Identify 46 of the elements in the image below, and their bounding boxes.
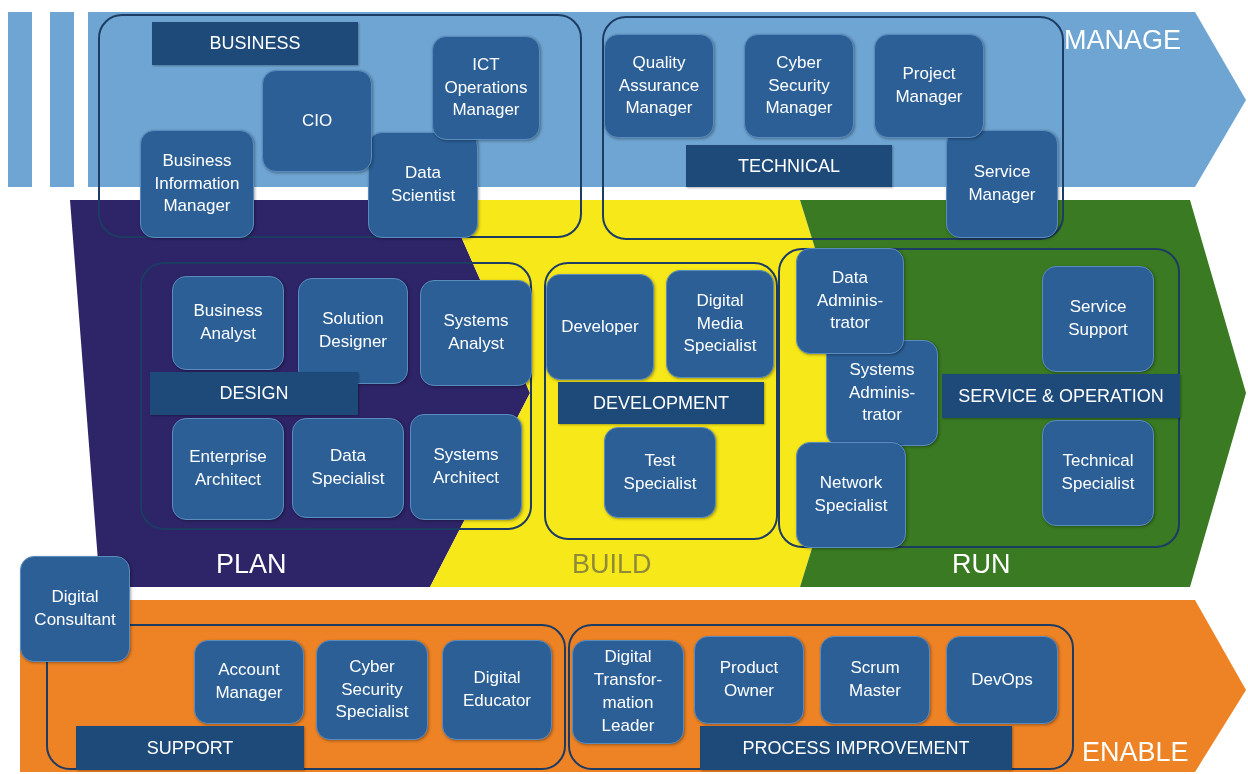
role-box: Technical Specialist — [1042, 420, 1154, 526]
group-heading: BUSINESS — [152, 22, 358, 65]
role-box: Business Information Manager — [140, 130, 254, 238]
group-frame — [778, 248, 1180, 548]
group-frame — [46, 624, 566, 770]
role-box: Business Analyst — [172, 276, 284, 370]
role-box: ICT Operations Manager — [432, 36, 540, 140]
role-box: DevOps — [946, 636, 1058, 724]
role-box: Enterprise Architect — [172, 418, 284, 520]
role-box: Solution Designer — [298, 278, 408, 384]
band-label: RUN — [952, 551, 1011, 578]
role-box: Digital Media Specialist — [666, 270, 774, 378]
role-box: Cyber Security Manager — [744, 34, 854, 138]
role-box: Network Specialist — [796, 442, 906, 548]
role-box: Quality Assurance Manager — [604, 34, 714, 138]
group-heading: SERVICE & OPERATION — [942, 374, 1180, 418]
role-box: Service Manager — [946, 130, 1058, 238]
band-label: BUILD — [572, 551, 652, 578]
band-label: PLAN — [216, 551, 287, 578]
role-box: Data Specialist — [292, 418, 404, 518]
role-box: Test Specialist — [604, 427, 716, 518]
role-box: Systems Architect — [410, 414, 522, 520]
role-box: Cyber Security Specialist — [316, 640, 428, 740]
group-frame — [544, 262, 778, 540]
role-box: Systems Analyst — [420, 280, 532, 386]
role-box: Data Scientist — [368, 132, 478, 238]
role-box: Project Manager — [874, 34, 984, 138]
group-frame — [602, 16, 1064, 240]
group-heading: DEVELOPMENT — [558, 382, 764, 424]
role-box: Developer — [546, 274, 654, 380]
role-box: Digital Educator — [442, 640, 552, 740]
role-box: Account Manager — [194, 640, 304, 724]
group-frame — [568, 624, 1074, 770]
group-heading: DESIGN — [150, 372, 358, 415]
band-label: MANAGE — [1064, 27, 1182, 54]
group-heading: TECHNICAL — [686, 145, 892, 187]
role-box: Digital Consultant — [20, 556, 130, 662]
role-box: Product Owner — [694, 636, 804, 724]
role-box: Digital Transfor- mation Leader — [572, 640, 684, 744]
role-box: Scrum Master — [820, 636, 930, 724]
role-box: Data Adminis- trator — [796, 248, 904, 354]
band-label: ENABLE — [1082, 739, 1189, 766]
group-heading: SUPPORT — [76, 726, 304, 770]
role-box: Service Support — [1042, 266, 1154, 372]
group-heading: PROCESS IMPROVEMENT — [700, 726, 1012, 770]
role-box: CIO — [262, 70, 372, 172]
